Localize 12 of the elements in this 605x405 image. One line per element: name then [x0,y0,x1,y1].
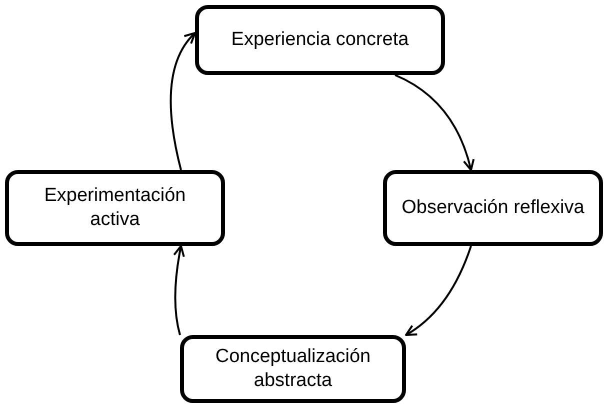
stage-box [5,170,225,246]
stage-box [383,170,603,246]
stage-label: Conceptualización abstracta [214,345,372,393]
stage-label: Experiencia concreta [231,28,409,52]
curved-arrow [173,245,186,336]
curved-arrow [394,74,474,171]
stage-box [195,5,445,75]
stage-box [180,335,406,403]
curved-arrow [405,246,472,336]
curved-arrow [170,32,196,170]
stage-label: Experimentación activa [43,184,187,232]
stage-label: Observación reflexiva [402,196,584,220]
